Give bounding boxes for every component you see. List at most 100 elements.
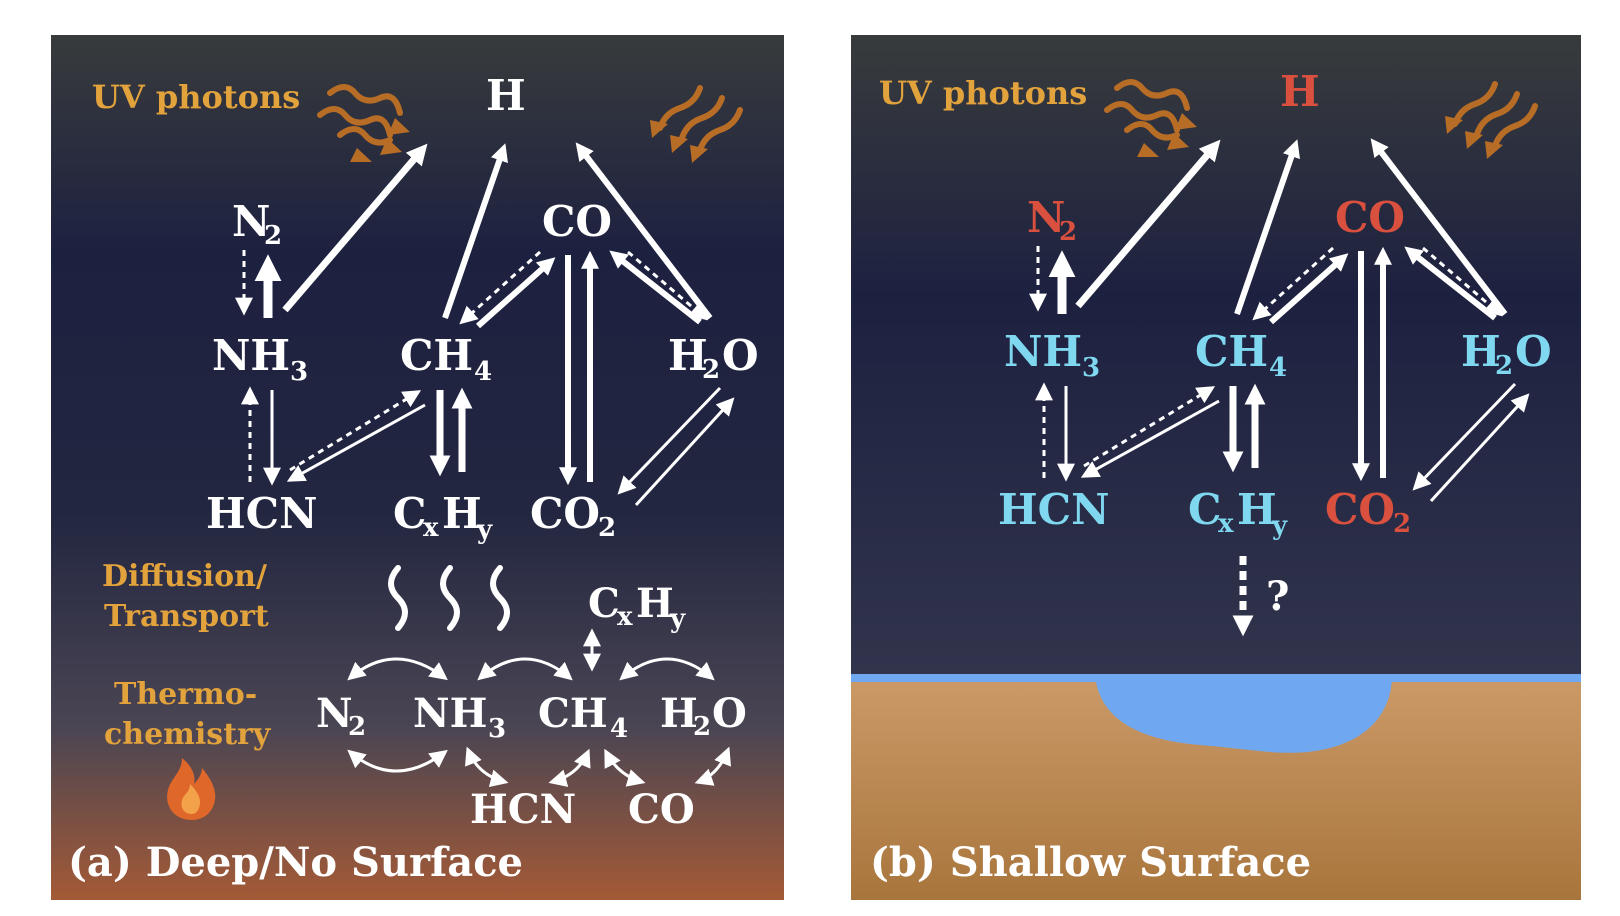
arrows-co-co2-b [1352,246,1392,482]
arrows-nh3-hcn-b [1035,382,1075,482]
arrows-co2-h2o [617,386,735,507]
thermo-ch4: CH 4 [538,690,628,744]
species-cxhy: C x H y [393,489,493,545]
wavy-arrow-icon [650,85,743,163]
arrows-n2-nh3 [235,250,282,318]
species-h2o-o: O [722,331,759,380]
chemistry-label: chemistry [104,717,272,752]
arrows-ch4-cxhy-b [1222,383,1266,473]
wavy-arrow-icon [1445,81,1538,159]
arrows-hcn-ch4-b [1080,386,1220,478]
arrows-h2o-co [609,250,708,325]
species-cxhy-b-c: C [1188,485,1221,534]
species-cxhy-b: C x H y [1188,485,1288,541]
thermo-h2o: H 2 O [660,690,747,742]
species-nh3-b: NH 3 [1004,327,1100,383]
thermo-nh3-sub: 3 [488,714,506,744]
species-nh3: NH 3 [212,331,308,387]
wavy-line-icon [388,565,510,631]
species-n2-b-subscript: 2 [1059,217,1077,247]
flame-icon [167,758,216,820]
question-mark: ? [1266,573,1289,620]
species-cxhy-b-h: H [1237,485,1277,534]
thermo-nh3: NH 3 [413,690,506,744]
species-n2-symbol: N [232,197,270,246]
species-hcn: HCN [206,489,318,538]
arrows-nh3-hcn [241,386,281,486]
species-co2-b-symbol: CO [1325,485,1395,534]
arrows-h2o-co-b [1404,246,1503,321]
thermo-ch4-sub: 4 [610,714,628,744]
species-cxhy-b-y: y [1271,511,1288,541]
arrows-to-h [282,142,713,320]
species-ch4-symbol: CH [400,331,473,380]
species-nh3-b-symbol: NH [1004,327,1082,376]
water-pool [1095,676,1392,753]
species-h2o-h: H [668,331,708,380]
panel-b-caption: (b) Shallow Surface [870,839,1311,886]
thermo-label: Thermo- [114,677,257,712]
species-n2: N 2 [232,197,282,251]
thermo-cxhy-y: y [669,604,686,634]
thermo-h2o-sub: 2 [693,712,711,742]
species-h2o-b: H 2 O [1461,327,1552,381]
species-h2o-b-subscript: 2 [1495,351,1513,381]
species-co2-symbol: CO [530,489,600,538]
arrows-to-h-b [1075,138,1508,316]
species-nh3-symbol: NH [212,331,290,380]
thermo-arrows [347,657,732,788]
arrows-co2-h2o-b [1412,382,1530,503]
thermo-cxhy-c: C [588,580,620,627]
species-ch4: CH 4 [400,331,492,387]
species-ch4-subscript: 4 [474,357,492,387]
species-h: H [486,71,526,120]
species-co: CO [542,197,612,246]
arrows-ch4-co-b [1252,246,1349,325]
thermo-cxhy: C x H y [588,580,686,634]
arrows-ch4-cxhy [429,387,473,477]
species-h2o-b-o: O [1515,327,1552,376]
thermo-h2o-h: H [660,690,698,737]
species-h2o-subscript: 2 [702,355,720,385]
thermo-n2-n: N [316,690,353,737]
arrows-ch4-co [459,250,556,329]
thermo-n2-sub: 2 [348,712,366,742]
transport-label: Transport [104,599,269,634]
species-n2-subscript: 2 [264,221,282,251]
panel-a-caption: (a) Deep/No Surface [68,839,523,886]
species-cxhy-h: H [442,489,482,538]
thermo-co: CO [628,786,695,833]
panel-b: UV photons H N 2 CO NH 3 [851,35,1581,900]
panel-a-background [51,35,784,900]
species-hcn-b: HCN [998,485,1110,534]
species-n2-b-symbol: N [1027,193,1065,242]
uv-photons-label: UV photons [92,78,300,116]
species-nh3-subscript: 3 [290,357,308,387]
species-ch4-b: CH 4 [1195,327,1287,383]
species-co2: CO 2 [530,489,616,543]
species-ch4-b-symbol: CH [1195,327,1268,376]
arrows-hcn-ch4 [286,390,426,482]
thermo-cxhy-x: x [617,602,633,632]
wavy-arrow-icon [1104,79,1197,157]
arrows-n2-nh3-b [1029,246,1076,314]
species-co-b: CO [1335,193,1405,242]
species-cxhy-y: y [476,515,493,545]
thermo-hcn: HCN [470,786,576,833]
thermo-n2: N 2 [316,690,366,742]
species-co2-b-subscript: 2 [1393,509,1411,539]
species-cxhy-b-x: x [1218,509,1234,539]
species-n2-b: N 2 [1027,193,1077,247]
uv-photons-label-b: UV photons [879,74,1087,112]
thermo-cxhy-h: H [636,580,674,627]
species-co2-b: CO 2 [1325,485,1411,539]
species-h-b: H [1280,67,1320,116]
panel-a: UV photons H N 2 CO N [51,35,784,900]
species-h2o-b-h: H [1461,327,1501,376]
arrows-co-co2 [559,250,599,486]
species-h2o: H 2 O [668,331,759,385]
species-cxhy-x: x [423,513,439,543]
species-cxhy-c: C [393,489,426,538]
species-co2-subscript: 2 [598,513,616,543]
